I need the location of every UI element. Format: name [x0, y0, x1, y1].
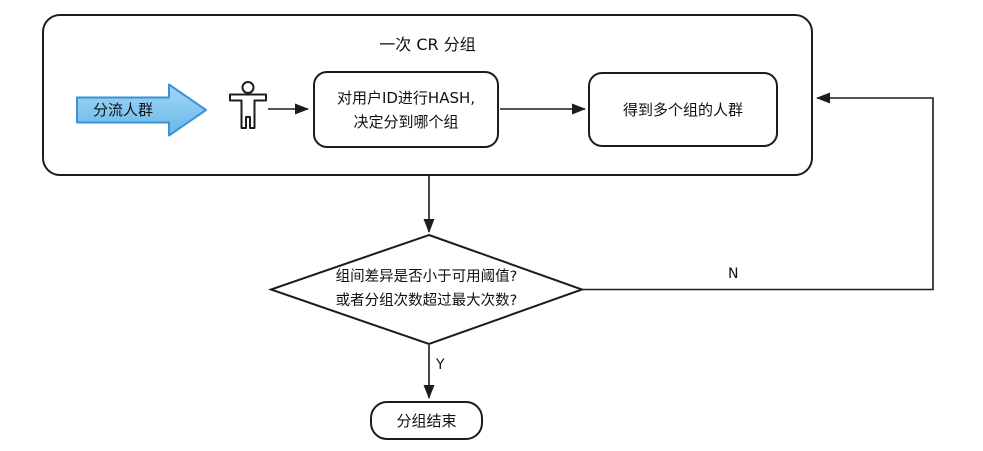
hash-node: 对用户ID进行HASH, 决定分到哪个组	[313, 71, 499, 148]
end-node: 分组结束	[370, 401, 483, 440]
groups-node: 得到多个组的人群	[588, 72, 778, 147]
source-arrow-label: 分流人群	[92, 101, 153, 119]
cr-group-container	[42, 14, 813, 176]
cr-group-title: 一次 CR 分组	[379, 35, 476, 54]
source-arrow-shape	[76, 83, 207, 137]
yes-label: Y	[436, 357, 445, 373]
decision-diamond	[267, 233, 585, 346]
no-label: N	[728, 266, 739, 282]
decision-label: 组间差异是否小于可用阈值? 或者分组次数超过最大次数?	[335, 269, 518, 309]
person-icon	[229, 81, 267, 129]
connector-no-feedback	[582, 92, 934, 291]
